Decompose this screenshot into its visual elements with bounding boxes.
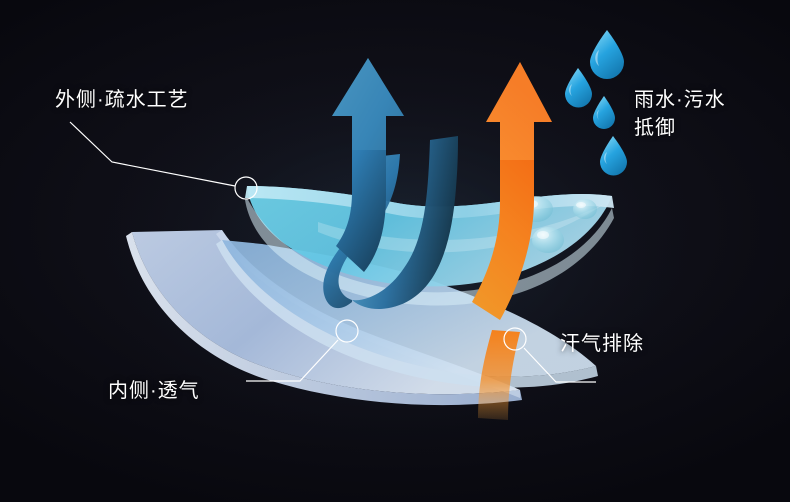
leader-sweat: [523, 347, 596, 383]
blue-deflect-arrow: [323, 58, 458, 309]
leader-inner: [246, 339, 339, 382]
rain-droplet: [600, 136, 627, 176]
water-bead: [573, 199, 597, 219]
callout-circle-inner: [335, 319, 359, 343]
water-bead: [532, 227, 564, 253]
rain-droplet: [590, 30, 624, 79]
rain-droplets-group: [565, 30, 627, 176]
label-sweat-exhaust: 汗气排除: [560, 333, 644, 355]
callout-circle-outer: [234, 176, 258, 200]
label-inner-breathable: 内侧·透气: [108, 380, 200, 402]
orange-vapor-arrow: [472, 62, 552, 420]
callout-circle-sweat: [503, 327, 527, 351]
label-rain-resistance: 雨水·污水 抵御: [634, 89, 726, 139]
rain-droplet: [593, 96, 615, 129]
leader-outer: [69, 121, 236, 187]
label-outer-hydrophobic: 外侧·疏水工艺: [55, 89, 189, 111]
callout-leaders: [69, 121, 596, 383]
rain-droplet: [565, 68, 592, 108]
